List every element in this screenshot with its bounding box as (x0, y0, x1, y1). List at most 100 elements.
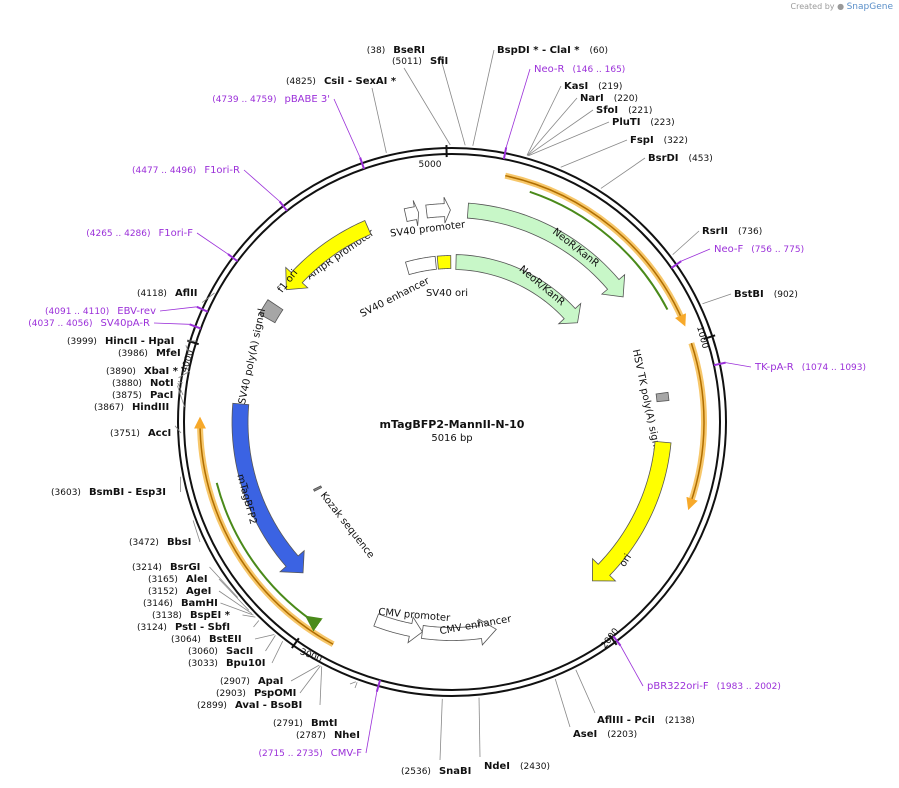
primer-cmv-f-label[interactable]: (2715 .. 2735)CMV-F (258, 748, 362, 759)
enzyme-bseri-38-position: (38) (367, 46, 385, 56)
feature-ori-9 (592, 440, 672, 582)
enzyme-pluti-223-position: (223) (650, 118, 674, 128)
primer-layer: Neo-R(146 .. 165) Neo-F(756 .. 775) TK-pA-… (28, 64, 866, 759)
enzyme-sacii-3060-label[interactable]: (3060)SacII (188, 646, 253, 657)
enzyme-nari-220-name: NarI (580, 93, 604, 104)
primer-pbr322ori-f-label[interactable]: pBR322ori-F(1983 .. 2002) (647, 681, 781, 692)
enzyme-bspdi-clai-60-leader (472, 49, 495, 146)
enzyme-bsrdi-453-name: BsrDI (648, 153, 679, 164)
primer-sv40pa-r-label[interactable]: (4037 .. 4056)SV40pA-R (28, 318, 150, 329)
enzyme-bsteii-3064-label[interactable]: (3064)BstEII (171, 634, 242, 645)
enzyme-asei-2203-name: AseI (573, 729, 597, 740)
enzyme-nari-220-label[interactable]: NarI(220) (580, 93, 638, 104)
enzyme-fspi-322-leader (560, 139, 628, 168)
tick-label-3000: 3000 (298, 647, 323, 665)
enzyme-hindiii-3867-position: (3867) (94, 403, 124, 413)
primer-sv40pa-r-range: (4037 .. 4056) (28, 319, 92, 329)
enzyme-sfii-5011-label[interactable]: (5011)SfiI (392, 56, 448, 67)
enzyme-bmti-2791-label[interactable]: (2791)BmtI (273, 718, 337, 729)
primer-ebv-rev-label[interactable]: (4091 .. 4110)EBV-rev (45, 306, 156, 317)
primer-pbabe-3-leader (333, 98, 361, 158)
enzyme-xbai-3890-label[interactable]: (3890)XbaI * (106, 366, 179, 377)
enzyme-bamhi-3146-label[interactable]: (3146)BamHI (143, 598, 218, 609)
enzyme-afliii-pcii-2138-position: (2138) (665, 716, 695, 726)
enzyme-hincii-hpai-3999-label[interactable]: (3999)HincII - HpaI (67, 336, 174, 347)
enzyme-noti-3880-name: NotI (150, 378, 174, 389)
primer-pbr322ori-f-name: pBR322ori-F (647, 681, 709, 692)
feature-kozak-sequence-11 (313, 485, 323, 492)
enzyme-bbsi-3472-label[interactable]: (3472)BbsI (129, 537, 191, 548)
enzyme-psti-sbfi-3124-label[interactable]: (3124)PstI - SbfI (137, 622, 230, 633)
orf-left-arc (194, 416, 334, 645)
enzyme-hindiii-3867-label[interactable]: (3867)HindIII (94, 402, 169, 413)
orf-neo-inner-arc (529, 190, 669, 311)
primer-tk-pa-r-label[interactable]: TK-pA-R(1074 .. 1093) (754, 362, 866, 373)
primer-sv40pa-r-leader (153, 322, 190, 325)
enzyme-bpu10i-3033-label[interactable]: (3033)Bpu10I (188, 658, 265, 669)
primer-cmv-f-mark (375, 679, 382, 692)
primer-pbr322ori-f-mark (612, 635, 622, 647)
enzyme-bstbi-902-name: BstBI (734, 289, 764, 300)
enzyme-afliii-pcii-2138-label[interactable]: AflIII - PciI(2138) (597, 715, 695, 726)
enzyme-mfei-3986-label[interactable]: (3986)MfeI (118, 348, 181, 359)
feature-sv40-enhancer-5-label: SV40 enhancer (358, 275, 432, 320)
primer-f1ori-f-label[interactable]: (4265 .. 4286)F1ori-F (86, 228, 193, 239)
enzyme-agei-3152-position: (3152) (148, 587, 178, 597)
tick-mark-2000 (608, 634, 618, 646)
enzyme-bstbi-902-label[interactable]: BstBI(902) (734, 289, 798, 300)
tick-label-5000: 5000 (419, 160, 442, 170)
enzyme-sfii-5011-position: (5011) (392, 57, 422, 67)
enzyme-apai-2907-position: (2907) (220, 677, 250, 687)
enzyme-bspei-3138-label[interactable]: (3138)BspEI * (152, 610, 231, 621)
enzyme-avai-bsobi-2899-label[interactable]: (2899)AvaI - BsoBI (197, 700, 302, 711)
enzyme-bsmbi-esp3i-3603-label[interactable]: (3603)BsmBI - Esp3I (51, 487, 166, 498)
primer-neo-r-label[interactable]: Neo-R(146 .. 165) (534, 64, 625, 75)
feature-sv40-ori-6 (436, 255, 452, 270)
enzyme-bspdi-clai-60-label[interactable]: BspDI * - ClaI *(60) (497, 45, 608, 56)
enzyme-bsrdi-453-label[interactable]: BsrDI (453) (648, 153, 713, 164)
enzyme-hindiii-3867-leader (177, 385, 185, 408)
enzyme-noti-3880-label[interactable]: (3880) NotI (112, 378, 174, 389)
tick-mark-3000 (291, 637, 300, 649)
enzyme-agei-3152-label[interactable]: (3152)AgeI (148, 586, 211, 597)
enzyme-bseri-38-label[interactable]: (38)BseRI (367, 45, 425, 56)
enzyme-rsrii-736-label[interactable]: RsrII(736) (702, 226, 762, 237)
enzyme-nhei-2787-label[interactable]: (2787)NheI (296, 730, 360, 741)
primer-pbabe-3-label[interactable]: (4739 .. 4759)pBABE 3' (212, 94, 330, 105)
enzyme-asei-2203-label[interactable]: AseI(2203) (573, 729, 637, 740)
enzyme-alei-3165-name: AleI (186, 574, 208, 585)
enzyme-acci-3751-label[interactable]: (3751)AccI (110, 428, 171, 439)
enzyme-bsrdi-453-position: (453) (689, 154, 713, 164)
enzyme-aflii-4118-label[interactable]: (4118)AflII (137, 288, 198, 299)
enzyme-fspi-322-label[interactable]: FspI(322) (630, 135, 688, 146)
primer-tk-pa-r-name: TK-pA-R (754, 362, 794, 373)
feature-cmv-enhancer-13 (420, 618, 497, 646)
enzyme-apai-2907-label[interactable]: (2907)ApaI (220, 676, 283, 687)
primer-ebv-rev-mark (196, 305, 209, 313)
enzyme-noti-3880-position: (3880) (112, 379, 142, 389)
enzyme-alei-3165-leader (218, 578, 250, 611)
enzyme-bsrgi-3214-label[interactable]: (3214)BsrGI (132, 562, 200, 573)
enzyme-csii-sexai-4825-label[interactable]: (4825)CsiI - SexAI * (286, 76, 397, 87)
enzyme-bspdi-clai-60-name: BspDI * - ClaI * (497, 45, 580, 56)
enzyme-pspomi-2903-label[interactable]: (2903)PspOMI (216, 688, 296, 699)
enzyme-ndei-2430-label[interactable]: NdeI(2430) (484, 761, 550, 772)
enzyme-ndei-2430-position: (2430) (520, 762, 550, 772)
enzyme-bbsi-3472-leader (192, 520, 201, 543)
lead-layer (153, 49, 752, 761)
enzyme-kasi-219-name: KasI (564, 81, 588, 92)
enzyme-paci-3875-label[interactable]: (3875)PacI (112, 390, 173, 401)
primer-neo-f-label[interactable]: Neo-F(756 .. 775) (714, 244, 804, 255)
enzyme-mfei-3986-name: MfeI (156, 348, 181, 359)
enzyme-snabi-2536-label[interactable]: (2536)SnaBI (401, 766, 471, 777)
enzyme-sfoi-221-label[interactable]: SfoI(221) (596, 105, 652, 116)
enzyme-avai-bsobi-2899-position: (2899) (197, 701, 227, 711)
enzyme-pluti-223-leader (528, 121, 610, 157)
primer-cmv-f-leader (365, 691, 378, 754)
primer-f1ori-r-label[interactable]: (4477 .. 4496)F1ori-R (132, 165, 240, 176)
enzyme-pluti-223-label[interactable]: PluTI(223) (612, 117, 675, 128)
enzyme-kasi-219-label[interactable]: KasI(219) (564, 81, 622, 92)
enzyme-sfoi-221-position: (221) (628, 106, 652, 116)
enzyme-alei-3165-label[interactable]: (3165)AleI (148, 574, 208, 585)
